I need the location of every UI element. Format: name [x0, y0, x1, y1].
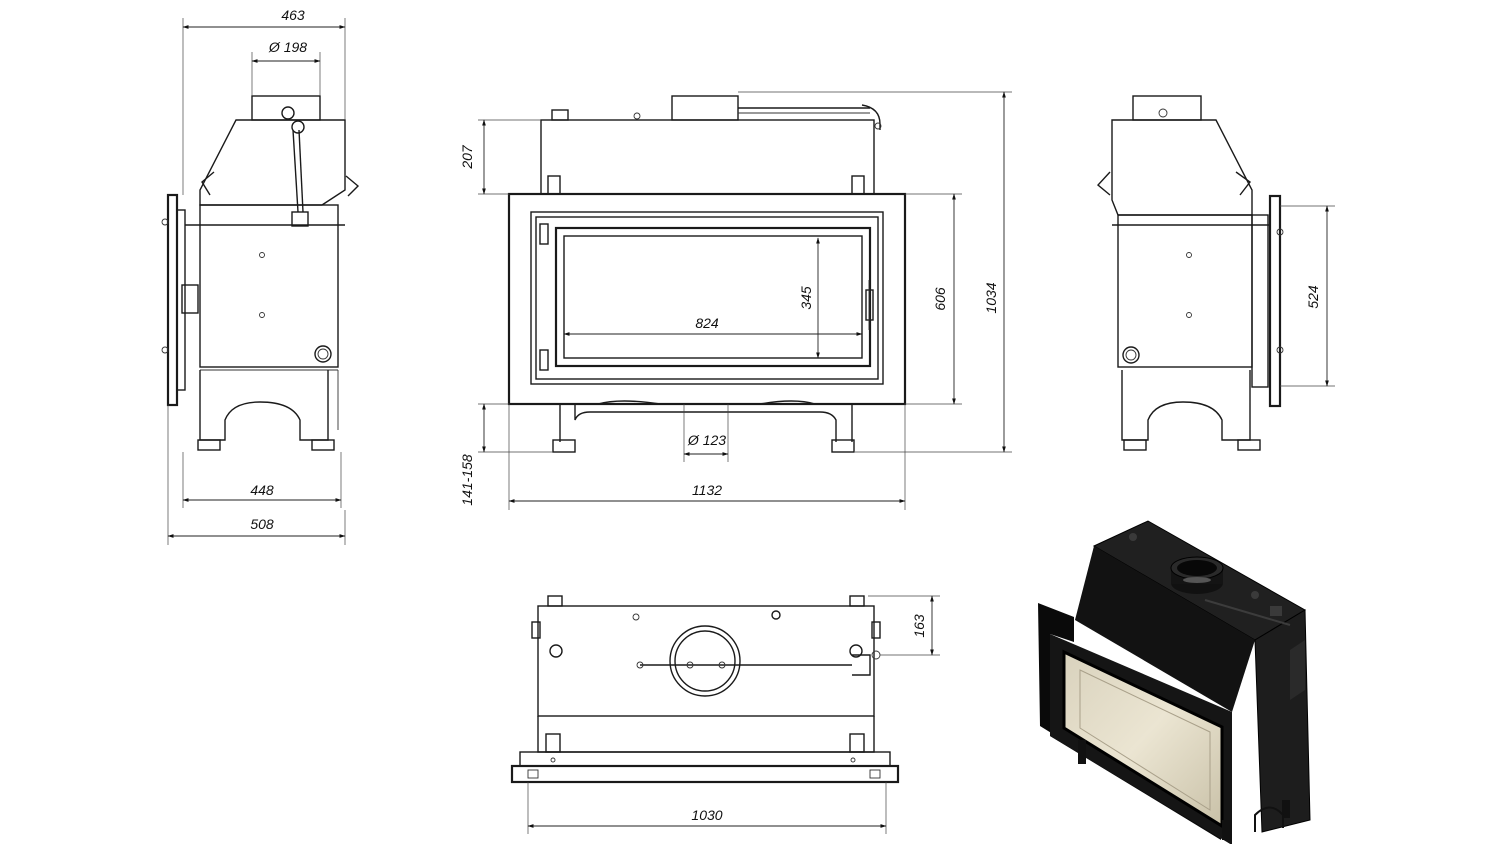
dim-air-inlet: Ø 123	[687, 432, 726, 448]
dim-door-height: 606	[932, 287, 948, 311]
dim-top-width: 463	[281, 7, 305, 23]
top-view-dimensions: 163 1030	[527, 595, 940, 834]
fireplace-3d-render	[1038, 520, 1311, 844]
right-side-view	[1096, 95, 1284, 451]
dim-glass-width: 824	[695, 315, 719, 331]
right-side-dimensions: 524	[1280, 205, 1335, 387]
dim-feet-height: 141-158	[459, 454, 475, 506]
dim-base-width: 448	[250, 482, 274, 498]
dim-flue-offset: 163	[911, 614, 927, 638]
front-view	[507, 95, 907, 453]
dim-top-height: 207	[459, 144, 475, 170]
dim-overall-width: 1132	[692, 482, 722, 498]
front-view-dimensions: 207 345 824 606 1034 141-158 Ø 123 1132	[459, 91, 1012, 510]
top-view	[510, 595, 900, 784]
dim-overall-depth: 508	[250, 516, 274, 532]
dim-frame-height: 524	[1305, 285, 1321, 309]
dim-flue-diameter: Ø 198	[268, 39, 307, 55]
dim-overall-height: 1034	[983, 282, 999, 313]
left-side-dimensions: 463 Ø 198 448 508	[167, 7, 346, 545]
left-side-view	[161, 95, 360, 451]
dim-body-width: 1030	[691, 807, 722, 823]
dim-glass-height: 345	[798, 286, 814, 310]
